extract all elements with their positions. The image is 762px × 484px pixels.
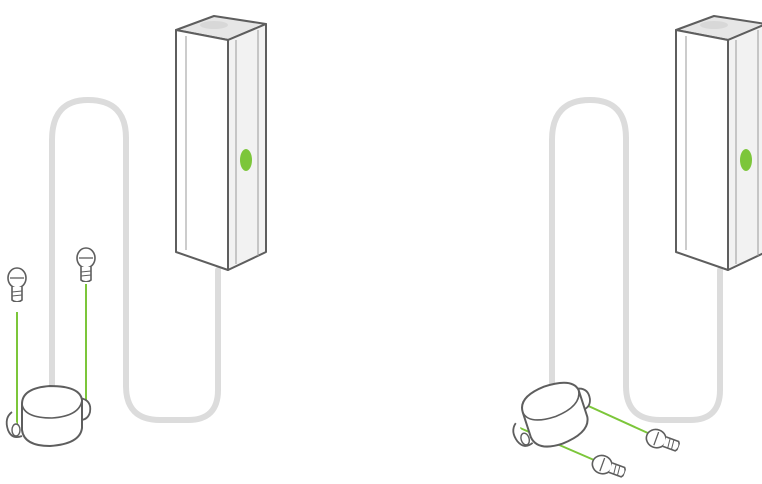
status-led-icon	[740, 149, 752, 171]
sensor-unit-icon	[175, 15, 267, 271]
panel-horizontal-screw-mounting	[512, 15, 762, 483]
cable-icon	[549, 96, 723, 423]
cable-clip-icon	[5, 384, 92, 448]
screw-icon	[588, 451, 629, 483]
panel-vertical-screw-mounting	[5, 15, 267, 448]
cable-icon	[49, 96, 221, 423]
alignment-guide-icon	[583, 403, 651, 435]
screw-icon	[76, 247, 96, 282]
sensor-unit-icon	[675, 15, 762, 271]
cable-clip-icon	[512, 381, 591, 448]
status-led-icon	[240, 149, 252, 171]
screw-icon	[642, 425, 683, 457]
screw-icon	[7, 267, 27, 302]
